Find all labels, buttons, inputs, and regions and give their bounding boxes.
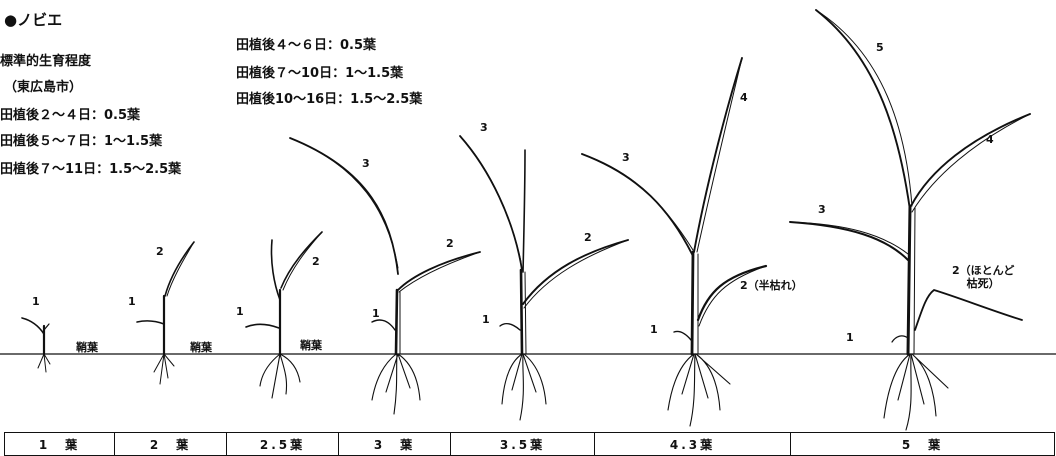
stage-table: 1 葉 2 葉 2.5葉 3 葉 3.5葉 4.3葉 5 葉 bbox=[4, 432, 1055, 456]
left-standard-line-1: 田植後２～４日：0.5葉 bbox=[0, 108, 140, 124]
plant-stage-2 bbox=[137, 242, 194, 384]
p5-leaf-3-label: 3 bbox=[480, 122, 488, 134]
heading: ●ノビエ bbox=[4, 12, 62, 28]
left-standard-line-2: 田植後５～７日：1～1.5葉 bbox=[0, 134, 162, 150]
p2-leaf-2-label: 2 bbox=[156, 246, 164, 258]
right-standard-line-3: 田植後10～16日：1.5～2.5葉 bbox=[236, 92, 422, 108]
right-standard-line-2: 田植後７～10日：1～1.5葉 bbox=[236, 66, 403, 82]
stage-cell-3: 3 葉 bbox=[339, 433, 451, 456]
p7-leaf-5-label: 5 bbox=[876, 42, 884, 54]
plant-stage-3-5 bbox=[460, 136, 628, 420]
stage-cell-1: 1 葉 bbox=[5, 433, 115, 456]
p6-leaf-1-label: 1 bbox=[650, 324, 658, 336]
p5-leaf-1-label: 1 bbox=[482, 314, 490, 326]
plant-stage-3 bbox=[290, 138, 480, 414]
plant-stage-5 bbox=[790, 10, 1030, 430]
p4-leaf-3-label: 3 bbox=[362, 158, 370, 170]
p7-leaf-1-label: 1 bbox=[846, 332, 854, 344]
p7-leaf-4-label: 4 bbox=[986, 134, 994, 146]
p1-sheath-label: 鞘葉 bbox=[76, 342, 98, 354]
stage-cell-5: 5 葉 bbox=[791, 433, 1055, 456]
stage-row: 1 葉 2 葉 2.5葉 3 葉 3.5葉 4.3葉 5 葉 bbox=[5, 433, 1055, 456]
p7-leaf-2-label-line-1: 2（ほとんど bbox=[952, 264, 1014, 277]
p2-leaf-1-label: 1 bbox=[128, 296, 136, 308]
p3-leaf-2-label: 2 bbox=[312, 256, 320, 268]
stage-cell-2-5: 2.5葉 bbox=[227, 433, 339, 456]
left-standard-title: 標準的生育程度 bbox=[0, 54, 91, 70]
plant-stage-4-3 bbox=[582, 58, 766, 426]
p7-leaf-2-label: 2（ほとんど 枯死） bbox=[952, 264, 1014, 290]
left-standard-region: （東広島市） bbox=[4, 80, 82, 96]
right-standard-line-1: 田植後４～６日：0.5葉 bbox=[236, 38, 376, 54]
p4-leaf-1-label: 1 bbox=[372, 308, 380, 320]
p5-leaf-2-label: 2 bbox=[584, 232, 592, 244]
p7-leaf-3-label: 3 bbox=[818, 204, 826, 216]
p4-leaf-2-label: 2 bbox=[446, 238, 454, 250]
stage-cell-4-3: 4.3葉 bbox=[595, 433, 791, 456]
p6-leaf-2-label: 2（半枯れ） bbox=[740, 280, 803, 292]
stage-cell-2: 2 葉 bbox=[115, 433, 227, 456]
p1-leaf-1-label: 1 bbox=[32, 296, 40, 308]
p7-leaf-2-label-line-2: 枯死） bbox=[952, 277, 1014, 290]
plant-stage-2-5 bbox=[246, 232, 322, 398]
left-standard-line-3: 田植後７～11日：1.5～2.5葉 bbox=[0, 162, 181, 178]
p6-leaf-3-label: 3 bbox=[622, 152, 630, 164]
stage-cell-3-5: 3.5葉 bbox=[451, 433, 595, 456]
p3-leaf-1-label: 1 bbox=[236, 306, 244, 318]
plant-stage-1 bbox=[22, 318, 50, 372]
p2-sheath-label: 鞘葉 bbox=[190, 342, 212, 354]
p3-sheath-label: 鞘葉 bbox=[300, 340, 322, 352]
p6-leaf-4-label: 4 bbox=[740, 92, 748, 104]
